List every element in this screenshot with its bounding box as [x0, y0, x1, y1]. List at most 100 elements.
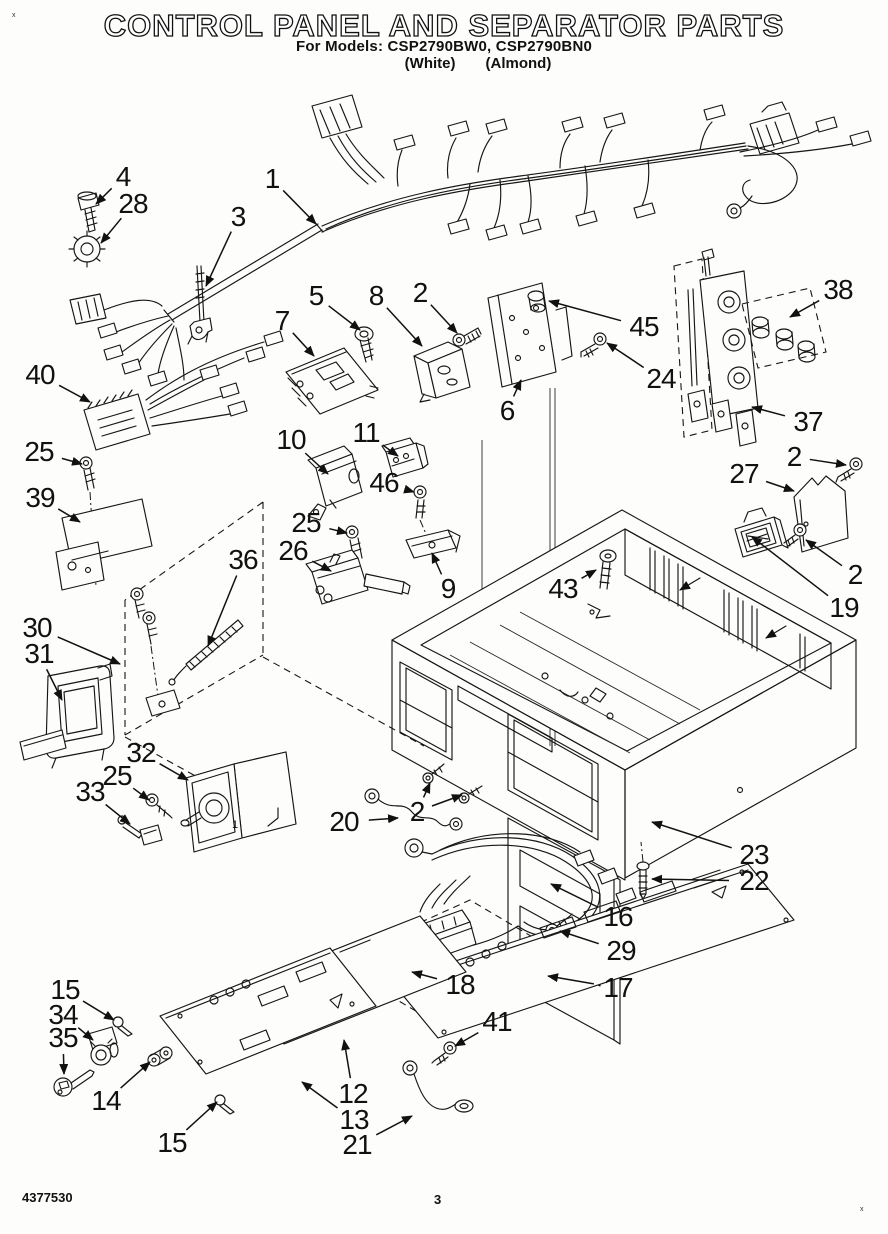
callout-10: 10: [276, 424, 306, 455]
part-37-indicator-panel: [673, 248, 759, 447]
leader-8: [386, 307, 423, 347]
part-27-cover-plate: [793, 475, 849, 553]
callout-25: 25: [24, 436, 54, 467]
title-art: CONTROL PANEL AND SEPARATOR PARTS: [103, 7, 784, 43]
leader-2: [421, 782, 431, 798]
leader-25: [132, 787, 150, 801]
leader-12: [341, 1039, 352, 1079]
part-6-mounting-plate: [487, 282, 573, 388]
part-13-front-panel: [159, 947, 377, 1075]
callout-leader-lines: [45, 187, 847, 1136]
part-1-wiring-harness: [69, 94, 872, 387]
leader-line: [431, 794, 463, 807]
leader-40: [58, 384, 91, 403]
leader-25: [61, 456, 83, 466]
callout-2: 2: [786, 441, 803, 472]
part-39-bracket: [55, 498, 153, 591]
callout-13: 13: [339, 1104, 369, 1135]
leader-45: [548, 299, 622, 322]
part-2-screw-c: [783, 523, 807, 548]
part-22-screw: [636, 861, 650, 900]
leader-14: [120, 1061, 151, 1089]
callout-39: 39: [25, 482, 55, 513]
callout-4: 4: [115, 161, 132, 192]
part-28-lock-washer: [68, 230, 106, 268]
callout-17: 17: [603, 972, 633, 1003]
part-15-clip-b: [214, 1094, 235, 1115]
leader-23: [651, 820, 732, 849]
part-30-screw-kit: [130, 587, 181, 717]
leader-20: [368, 814, 399, 824]
callout-43: 43: [548, 573, 578, 604]
leader-17: [547, 973, 594, 985]
leader-38: [789, 299, 820, 318]
callout-2: 2: [412, 277, 429, 308]
leader-34: [77, 1027, 94, 1041]
callout-36: 36: [228, 544, 258, 575]
leader-35: [59, 1053, 69, 1075]
leader-30: [57, 636, 121, 665]
callout-25: 25: [291, 507, 321, 538]
part-41-screw: [431, 1041, 457, 1066]
part-35-key: [53, 1069, 95, 1097]
part-8-relay: [413, 341, 471, 403]
callout-7: 7: [274, 305, 291, 336]
leader-33: [105, 803, 131, 825]
part-5-screw: [354, 326, 374, 363]
part-45-push-button: [527, 290, 546, 313]
callout-1: 1: [264, 163, 281, 194]
leader-24: [606, 342, 645, 369]
page-number: 3: [434, 1192, 442, 1207]
part-20-ground-wire: [364, 788, 463, 831]
callout-3: 3: [230, 201, 247, 232]
models-line: For Models: CSP2790BW0, CSP2790BN0: [295, 38, 593, 55]
leader-13: [301, 1081, 338, 1109]
part-32-timer: 1: [180, 751, 297, 853]
callout-15: 15: [157, 1127, 187, 1158]
leader-15: [82, 1000, 115, 1021]
registration-mark-top-left: x: [12, 12, 16, 19]
leader-2: [809, 458, 847, 468]
leader-9: [431, 552, 443, 575]
part-21-ground-strap: [402, 1060, 474, 1113]
part-15-clip-a: [112, 1016, 133, 1037]
callout-40: 40: [25, 359, 55, 390]
callout-8: 8: [368, 280, 385, 311]
registration-mark-bottom-right: x: [860, 1206, 864, 1213]
callout-29: 29: [606, 935, 636, 966]
callout-5: 5: [308, 280, 325, 311]
callout-9: 9: [440, 573, 457, 604]
callout-19: 19: [829, 592, 859, 623]
finish-line: (White) (Almond): [34, 55, 888, 72]
callout-35: 35: [48, 1022, 78, 1053]
leader-11: [382, 444, 399, 457]
part-3-wire-clip: [187, 265, 213, 345]
page-header: CONTROL PANEL AND SEPARATOR PARTS For Mo…: [0, 0, 888, 72]
callout-33: 33: [75, 776, 105, 807]
part-43-screw: [587, 549, 617, 619]
leader-37: [751, 405, 786, 417]
leader-32: [159, 763, 189, 781]
leader-15: [185, 1101, 218, 1131]
callout-15: 15: [50, 974, 80, 1005]
leader-41: [454, 1032, 479, 1047]
leader-6: [512, 379, 522, 397]
part-40-terminal-connector: [83, 330, 284, 451]
callout-23: 23: [739, 839, 769, 870]
callout-2: 2: [847, 559, 864, 590]
callout-11: 11: [352, 417, 380, 448]
part-9-switch-bracket: [405, 529, 461, 559]
leader-16: [550, 883, 599, 908]
callout-21: 21: [342, 1129, 372, 1160]
document-number: 4377530: [22, 1190, 73, 1205]
finish-white: (White): [404, 55, 456, 72]
callout-6: 6: [499, 395, 516, 426]
callout-16: 16: [603, 901, 633, 932]
part-2-screw-d2: [458, 785, 483, 804]
finish-almond: (Almond): [485, 55, 552, 72]
leader-36: [207, 575, 238, 647]
leader-18: [411, 970, 438, 980]
part-7-control-board: [285, 347, 379, 415]
